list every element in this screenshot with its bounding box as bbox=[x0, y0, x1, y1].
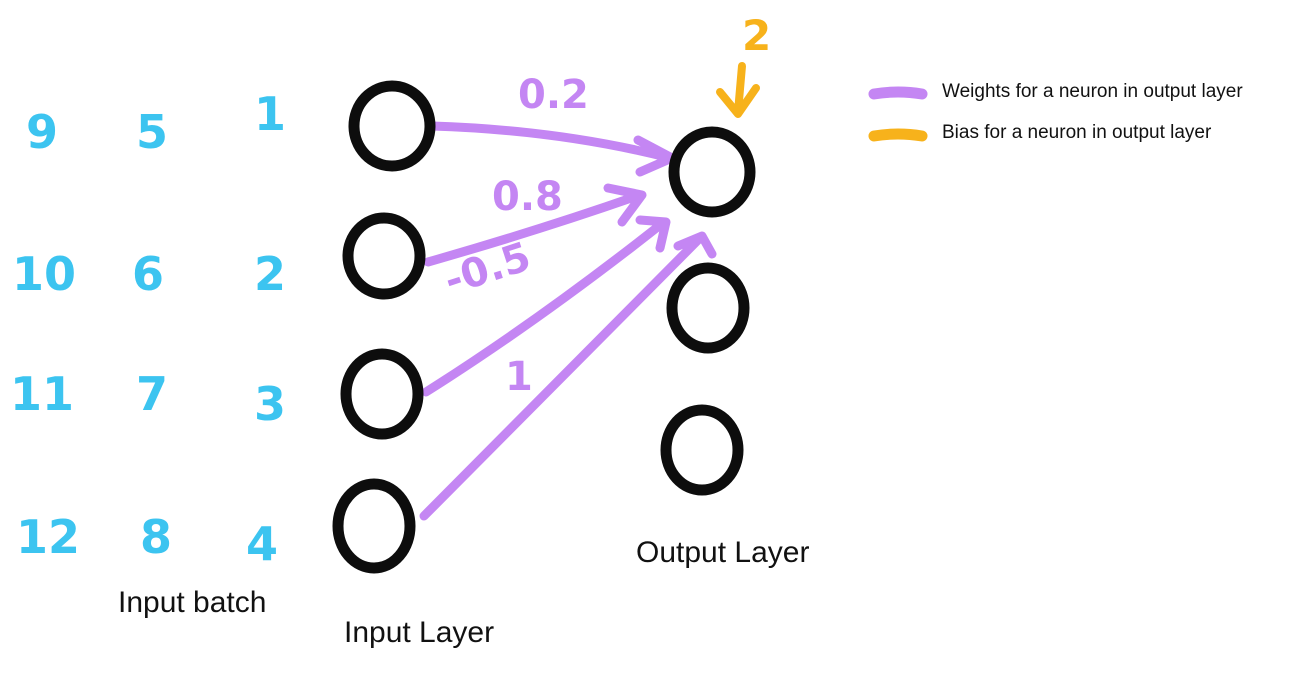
legend-weights-text: Weights for a neuron in output layer bbox=[942, 81, 1243, 102]
weight-label-3: -0.5 bbox=[439, 234, 536, 305]
weight-arrow-4 bbox=[419, 231, 717, 521]
input-batch-value: 4 bbox=[246, 517, 278, 571]
weight-label-4: 1 bbox=[505, 354, 533, 400]
weight-arrow-1 bbox=[427, 121, 677, 177]
input-batch-value: 12 bbox=[16, 510, 80, 564]
input-batch-value: 9 bbox=[26, 105, 58, 159]
input-batch-value: 7 bbox=[136, 367, 168, 421]
input-neuron bbox=[332, 478, 416, 574]
input-batch-value: 8 bbox=[140, 510, 172, 564]
output-layer-label: Output Layer bbox=[636, 536, 809, 569]
output-neuron bbox=[666, 262, 750, 354]
input-batch-column-2: 5 6 7 8 bbox=[132, 105, 172, 564]
bias-annotation: 2 bbox=[716, 11, 771, 118]
output-neuron bbox=[660, 404, 744, 496]
input-batch-value: 1 bbox=[254, 87, 286, 141]
legend: Weights for a neuron in output layer Bia… bbox=[868, 81, 1243, 143]
input-batch-value: 2 bbox=[254, 247, 286, 301]
output-neuron bbox=[668, 126, 756, 218]
bias-label: 2 bbox=[742, 11, 771, 60]
input-batch: 9 10 11 12 5 6 7 8 1 2 3 4 bbox=[10, 87, 286, 571]
legend-weights-swatch bbox=[868, 86, 928, 100]
bias-arrow bbox=[716, 62, 760, 118]
weight-labels: 0.2 0.8 -0.5 1 bbox=[439, 72, 589, 400]
input-batch-value: 3 bbox=[254, 377, 286, 431]
input-batch-value: 5 bbox=[136, 105, 168, 159]
legend-bias-text: Bias for a neuron in output layer bbox=[942, 122, 1212, 143]
input-batch-column-3: 1 2 3 4 bbox=[246, 87, 286, 571]
input-neuron bbox=[348, 80, 436, 172]
input-batch-label: Input batch bbox=[118, 586, 266, 619]
weight-arrow-2 bbox=[423, 183, 647, 267]
input-layer-label: Input Layer bbox=[344, 616, 494, 649]
output-layer bbox=[660, 126, 756, 496]
input-batch-value: 10 bbox=[12, 247, 76, 301]
legend-bias-swatch bbox=[868, 128, 928, 142]
input-batch-column-1: 9 10 11 12 bbox=[10, 105, 80, 564]
input-neuron bbox=[342, 212, 426, 300]
input-layer bbox=[332, 80, 436, 574]
weight-arrow-3 bbox=[421, 215, 671, 397]
input-batch-value: 11 bbox=[10, 367, 74, 421]
input-neuron bbox=[340, 348, 424, 440]
weight-label-2: 0.8 bbox=[492, 174, 563, 220]
input-batch-value: 6 bbox=[132, 247, 164, 301]
weight-label-1: 0.2 bbox=[518, 72, 589, 118]
weight-connections bbox=[419, 121, 717, 521]
